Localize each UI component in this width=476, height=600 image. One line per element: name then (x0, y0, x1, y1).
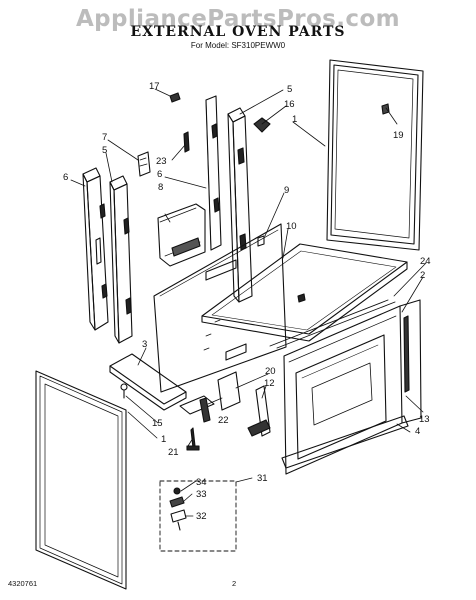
part-22-leveling-leg (179, 395, 215, 451)
label-1-bottom: 1 (161, 434, 166, 445)
part-3-lower-bracket (109, 353, 187, 411)
part-23-center-rail (183, 95, 222, 251)
label-16: 16 (284, 99, 295, 110)
part-15-screw (120, 383, 128, 399)
part-20-hinge (217, 371, 271, 437)
part-5-right-rail (227, 107, 271, 303)
label-17: 17 (149, 81, 160, 92)
part-8-vent-duct (157, 203, 206, 267)
part-24-cooktop (201, 243, 408, 349)
label-31: 31 (257, 473, 268, 484)
part-17-knob (169, 92, 181, 103)
label-24: 24 (420, 256, 431, 267)
part-9-side-panel (153, 223, 287, 393)
label-2: 2 (420, 270, 425, 281)
part-1-oven-door (35, 370, 127, 590)
part-2-front-frame (283, 299, 422, 475)
label-1-top: 1 (292, 114, 297, 125)
footer-code: 4320761 (8, 579, 38, 588)
label-21: 21 (168, 447, 179, 458)
label-4: 4 (415, 426, 420, 437)
label-33: 33 (196, 489, 207, 500)
label-5-left: 5 (102, 145, 107, 156)
part-6-left-side-rail (82, 167, 109, 331)
footer-page-number: 2 (232, 579, 237, 588)
watermark-text: AppliancePartsPros.com (75, 6, 401, 32)
label-10: 10 (286, 221, 297, 232)
part-4-toe-strip (281, 415, 409, 469)
label-23: 23 (156, 156, 167, 167)
label-34: 34 (196, 477, 207, 488)
part-5-left-channel (109, 175, 133, 344)
leader-lines (70, 88, 427, 517)
label-20: 20 (265, 366, 276, 377)
label-13: 13 (419, 414, 430, 425)
label-9: 9 (284, 185, 289, 196)
label-5-top: 5 (287, 84, 292, 95)
label-19: 19 (393, 130, 404, 141)
label-32: 32 (196, 511, 207, 522)
label-7: 7 (102, 132, 107, 143)
part-7-bracket (137, 151, 151, 177)
label-6-center: 6 (157, 169, 162, 180)
label-15: 15 (152, 418, 163, 429)
label-3: 3 (142, 339, 147, 350)
label-12: 12 (264, 378, 275, 389)
part-19-back-panel (326, 59, 424, 251)
model-subtitle: For Model: SF310PEWW0 (190, 41, 286, 50)
label-22: 22 (218, 415, 229, 426)
diagram-title: EXTERNAL OVEN PARTS (130, 24, 346, 40)
part-31-kit-box (159, 480, 237, 552)
label-8: 8 (158, 182, 163, 193)
part-number-labels: 17 5 16 1 19 7 5 6 23 6 8 9 10 24 2 3 20… (63, 81, 431, 522)
label-6-left: 6 (63, 172, 68, 183)
